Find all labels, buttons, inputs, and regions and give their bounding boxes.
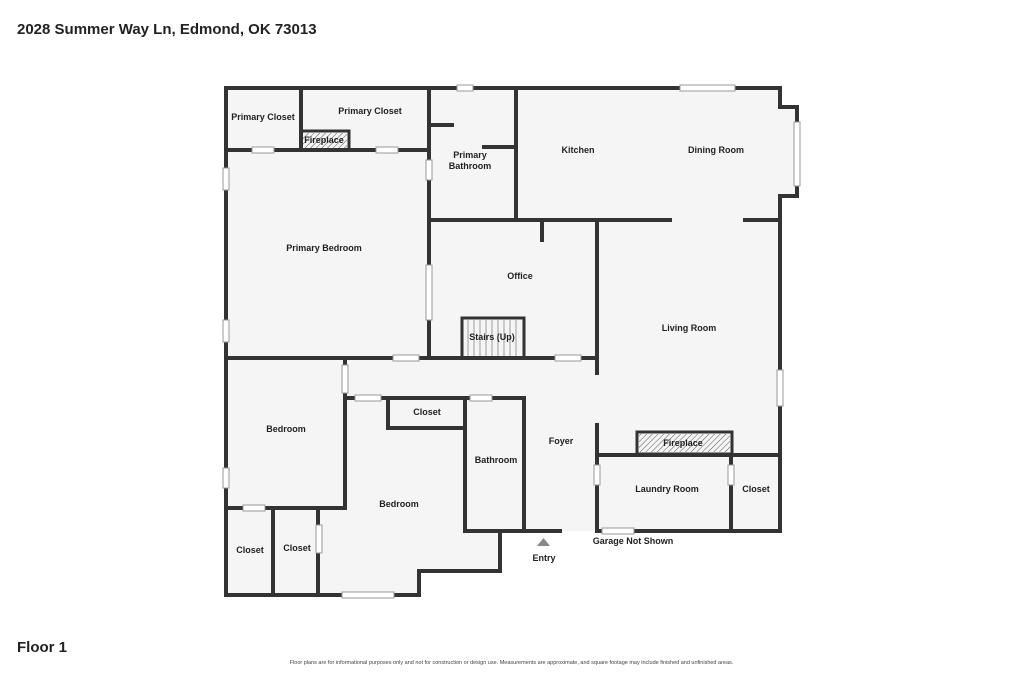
label-primary-bathroom-line2: Bathroom	[449, 161, 492, 171]
stair-treads	[467, 320, 517, 356]
property-address: 2028 Summer Way Ln, Edmond, OK 73013	[17, 21, 317, 38]
label-closet-mid: Closet	[413, 407, 441, 417]
label-closet-bottom-left: Closet	[236, 545, 264, 555]
label-primary-bedroom: Primary Bedroom	[286, 243, 362, 253]
entry-arrow-icon	[537, 538, 550, 546]
label-bathroom: Bathroom	[475, 455, 518, 465]
label-bedroom-left: Bedroom	[266, 424, 306, 434]
label-foyer: Foyer	[549, 436, 574, 446]
floor-label: Floor 1	[17, 639, 68, 656]
windows	[222, 84, 801, 599]
label-fireplace-primary: Fireplace	[304, 135, 344, 145]
label-office: Office	[507, 271, 533, 281]
fireplace-hatch-living	[639, 434, 730, 452]
floor-area	[226, 88, 797, 595]
label-living-room: Living Room	[662, 323, 717, 333]
label-closet-right: Closet	[742, 484, 770, 494]
label-dining-room: Dining Room	[688, 145, 744, 155]
disclaimer: Floor plans are for informational purpos…	[289, 660, 734, 666]
label-fireplace-living: Fireplace	[663, 438, 703, 448]
label-primary-closet-left: Primary Closet	[231, 112, 295, 122]
label-garage-note: Garage Not Shown	[593, 536, 674, 546]
label-primary-closet-right: Primary Closet	[338, 106, 402, 116]
fireplace-hatch-primary	[303, 133, 347, 148]
label-kitchen: Kitchen	[561, 145, 594, 155]
label-stairs: Stairs (Up)	[469, 332, 515, 342]
label-entry: Entry	[532, 553, 555, 563]
label-laundry-room: Laundry Room	[635, 484, 699, 494]
label-closet-bottom-mid: Closet	[283, 543, 311, 553]
label-primary-bathroom-line1: Primary	[453, 150, 487, 160]
label-bedroom-center: Bedroom	[379, 499, 419, 509]
